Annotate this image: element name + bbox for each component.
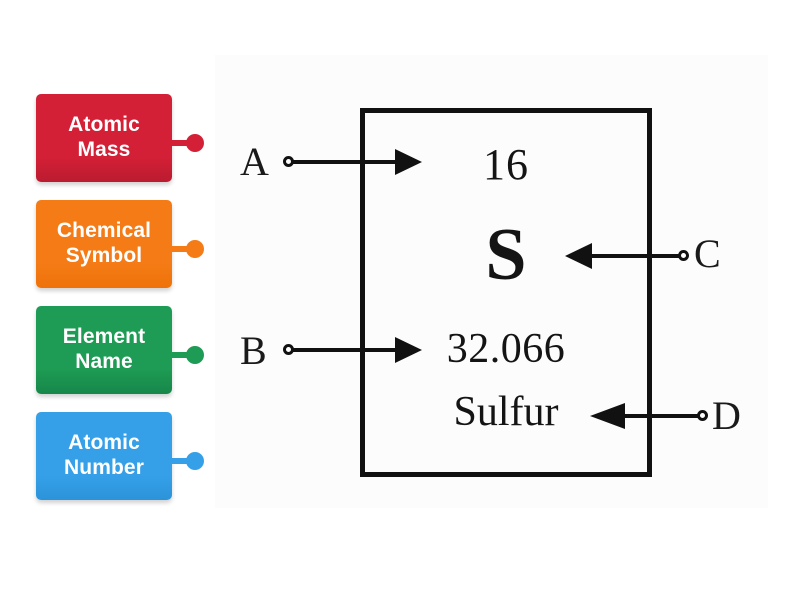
- connector-dot[interactable]: [186, 240, 204, 258]
- connector-dot[interactable]: [186, 452, 204, 470]
- diagram-canvas: [215, 55, 768, 508]
- connector-stem: [172, 246, 194, 252]
- element-chemical-symbol: S: [485, 214, 527, 296]
- pointer-letter-b: B: [240, 328, 267, 373]
- element-tile: 16 S 32.066 Sulfur: [360, 108, 652, 477]
- label-line-2: Mass: [77, 138, 131, 161]
- label-line-1: Atomic: [68, 113, 140, 137]
- element-atomic-mass: 32.066: [446, 326, 566, 372]
- label-line-2: Number: [64, 456, 144, 479]
- connector-stem: [172, 458, 194, 464]
- label-line-1: Element: [62, 325, 146, 349]
- pointer-dot-a[interactable]: [283, 156, 294, 167]
- connector-chemical-symbol: [172, 240, 204, 258]
- label-line-2: Symbol: [65, 244, 143, 267]
- label-line-1: Chemical: [56, 219, 152, 243]
- connector-atomic-number: [172, 452, 204, 470]
- connector-stem: [172, 140, 194, 146]
- connector-dot[interactable]: [186, 134, 204, 152]
- pointer-letter-d: D: [712, 393, 741, 438]
- pointer-dot-c[interactable]: [678, 250, 689, 261]
- element-name: Sulfur: [453, 389, 559, 435]
- label-line-2: Name: [75, 350, 133, 373]
- connector-stem: [172, 352, 194, 358]
- pointer-dot-b[interactable]: [283, 344, 294, 355]
- connector-atomic-mass: [172, 134, 204, 152]
- label-line-1: Atomic: [68, 431, 140, 455]
- element-atomic-number: 16: [483, 140, 529, 189]
- pointer-letter-c: C: [694, 231, 721, 276]
- connector-dot[interactable]: [186, 346, 204, 364]
- pointer-letter-a: A: [240, 139, 269, 184]
- pointer-dot-d[interactable]: [697, 410, 708, 421]
- connector-element-name: [172, 346, 204, 364]
